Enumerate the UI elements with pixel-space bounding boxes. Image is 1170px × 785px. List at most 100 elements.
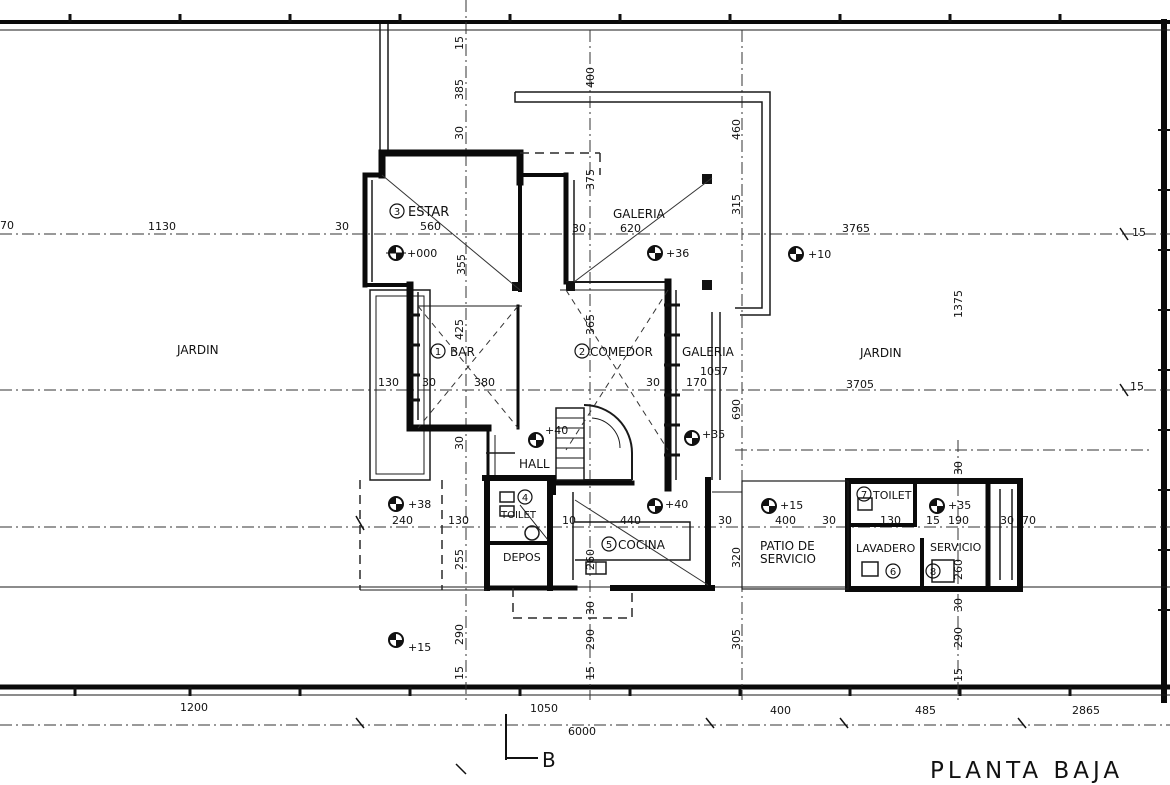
vertical-dimension-numbers: 15 385 400 30 375 460 315 355 425 365 13…: [453, 36, 965, 682]
dim-355: 355: [455, 254, 468, 275]
level-marker-galeria2: [684, 430, 700, 446]
servicio-number: 8: [930, 567, 936, 578]
dim-6000: 6000: [568, 725, 596, 738]
level-marker-left-low: [388, 496, 404, 512]
dim-1200: 1200: [180, 701, 208, 714]
level-left-low: +38: [408, 498, 431, 511]
room-number-circles: [389, 203, 941, 579]
dim-380: 380: [474, 376, 495, 389]
dim-30-k: 30: [584, 601, 597, 615]
room-label-patio-1: PATIO DE: [760, 539, 815, 553]
dim-3765: 3765: [842, 222, 870, 235]
dim-315: 315: [730, 194, 743, 215]
toilet-b-number: 7: [861, 490, 867, 501]
comedor-number: 2: [579, 347, 585, 358]
dim-130: 130: [378, 376, 399, 389]
dim-15-c: 15: [926, 514, 940, 527]
room-label-estar: ESTAR: [408, 205, 449, 220]
room-label-hall: HALL: [519, 457, 550, 471]
dim-15-a: 15: [453, 666, 466, 680]
dimension-lines: [0, 0, 1170, 726]
level-galeria: +36: [666, 247, 689, 260]
dim-3705: 3705: [846, 378, 874, 391]
level-bottom: +15: [408, 641, 431, 654]
dim-260: 260: [584, 549, 597, 570]
left-planter: [369, 24, 431, 481]
dim-30-a: 30: [453, 126, 466, 140]
dim-70-left: 70: [0, 219, 14, 232]
dim-690: 690: [730, 399, 743, 420]
dim-320: 320: [730, 547, 743, 568]
level-marker-cocina: [647, 498, 663, 514]
dimension-ticks: [355, 227, 1129, 775]
level-marker-jardin: [788, 246, 804, 262]
dim-15-b: 15: [584, 666, 597, 680]
room-numbers: 3 1 2 4 5 7 6 8: [394, 207, 936, 578]
room-label-lavadero: LAVADERO: [856, 542, 916, 555]
cocina-number: 5: [606, 540, 612, 551]
room-label-toilet-b: TOILET: [872, 489, 912, 502]
room-label-servicio: SERVICIO: [930, 541, 982, 554]
house-walls: [359, 91, 1023, 619]
dimension-numbers: 70 1130 30 560 30 620 3765 15 130 30 380…: [0, 219, 1146, 738]
dim-2865: 2865: [1072, 704, 1100, 717]
dim-560: 560: [420, 220, 441, 233]
room-label-patio-2: SERVICIO: [760, 552, 816, 566]
dim-15-top: 15: [453, 36, 466, 50]
dim-290-b: 290: [584, 629, 597, 650]
dim-375: 375: [584, 169, 597, 190]
toilet-a-number: 4: [522, 493, 528, 504]
dim-30-l: 30: [952, 598, 965, 612]
level-marker-bottom: [388, 632, 404, 648]
dim-15-d: 15: [952, 668, 965, 682]
dim-30-f: 30: [453, 436, 466, 450]
dim-255: 255: [453, 549, 466, 570]
dim-460: 460: [730, 119, 743, 140]
dim-305: 305: [730, 629, 743, 650]
level-marker-galeria: [647, 245, 663, 261]
room-label-galeria-mid: GALERIA: [682, 345, 735, 359]
dim-365: 365: [584, 314, 597, 335]
dim-1130: 1130: [148, 220, 176, 233]
level-servicio: +35: [948, 499, 971, 512]
dim-240: 240: [392, 514, 413, 527]
dim-30-b: 30: [335, 220, 349, 233]
dim-1375: 1375: [952, 290, 965, 318]
level-estar: +000: [407, 247, 437, 260]
level-jardin: +10: [808, 248, 831, 261]
dim-30-d: 30: [422, 376, 436, 389]
dim-10: 10: [562, 514, 576, 527]
level-patio: +15: [780, 499, 803, 512]
property-boundary: [0, 14, 1170, 703]
garden-label-left: JARDIN: [176, 343, 219, 357]
dim-130-c: 130: [880, 514, 901, 527]
dim-30-e: 30: [646, 376, 660, 389]
section-marker: B: [505, 714, 556, 772]
room-label-cocina: COCINA: [618, 538, 666, 552]
dim-30-i: 30: [822, 514, 836, 527]
room-label-depos: DEPOS: [503, 551, 541, 564]
level-hall: +40: [545, 424, 568, 437]
dim-400: 400: [584, 67, 597, 88]
dim-485: 485: [915, 704, 936, 717]
dim-425: 425: [453, 319, 466, 340]
room-label-bar: BAR: [450, 345, 475, 359]
dim-130-b: 130: [448, 514, 469, 527]
level-galeria2: +35: [702, 428, 725, 441]
dim-440: 440: [620, 514, 641, 527]
level-marker-estar: [386, 245, 406, 261]
level-cocina: +40: [665, 498, 688, 511]
dim-190: 190: [948, 514, 969, 527]
dim-30-j: 30: [1000, 514, 1014, 527]
dim-15-r2: 15: [1130, 380, 1144, 393]
room-labels: ESTAR BAR COMEDOR GALERIA GALERIA HALL T…: [176, 205, 982, 566]
room6-number: 6: [890, 567, 896, 578]
room-label-galeria-top: GALERIA: [613, 207, 666, 221]
dim-400-c: 400: [770, 704, 791, 717]
dim-30-h: 30: [718, 514, 732, 527]
dim-30-c: 30: [572, 222, 586, 235]
level-marker-patio: [761, 498, 777, 514]
dim-30-g: 30: [952, 461, 965, 475]
estar-number: 3: [394, 207, 400, 218]
